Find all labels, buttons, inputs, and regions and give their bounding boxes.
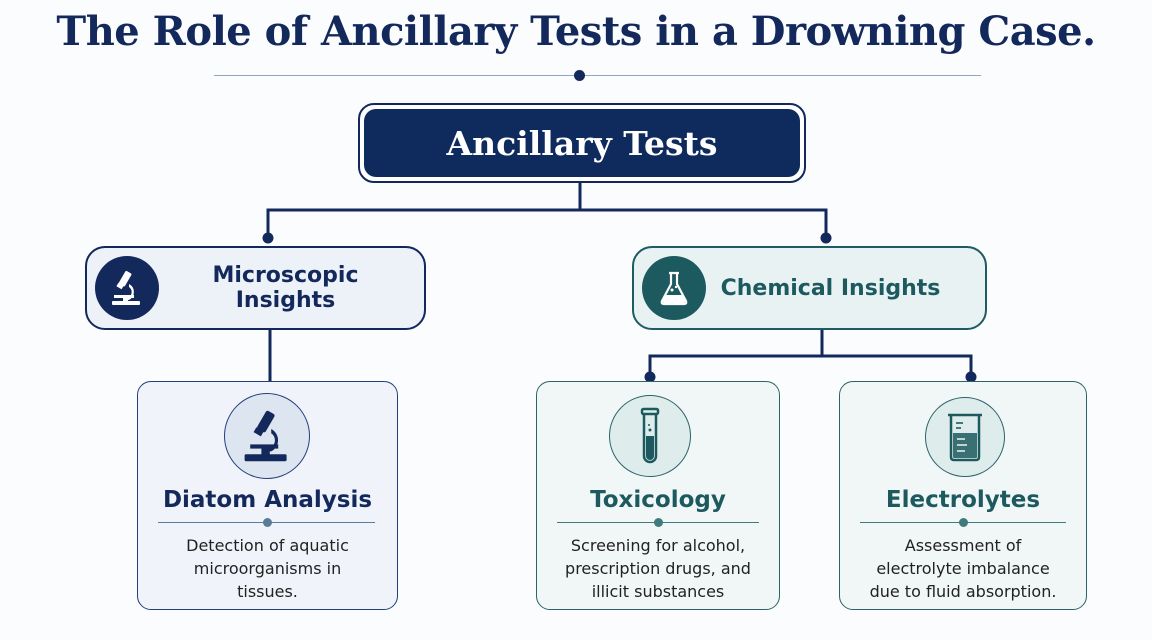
microscope-icon	[224, 393, 310, 479]
flask-icon	[642, 256, 706, 320]
title-divider-right	[585, 75, 981, 76]
branch-microscopic-insights: Microscopic Insights	[85, 246, 426, 330]
root-label: Ancillary Tests	[364, 109, 800, 177]
diagram-title: The Role of Ancillary Tests in a Drownin…	[56, 8, 1096, 55]
card-description-diatom: Detection of aquatic microorganisms in t…	[186, 536, 349, 601]
branch-chemical-insights: Chemical Insights	[632, 246, 987, 330]
connector-dot-chem	[820, 232, 832, 244]
card-separator-dot	[653, 518, 663, 527]
card-toxicology: Toxicology Screening for alcohol, prescr…	[536, 381, 780, 610]
card-title-electrolytes: Electrolytes	[885, 487, 1041, 513]
beaker-icon	[925, 397, 1005, 477]
test-tube-icon	[609, 395, 691, 477]
connector-dot-tox	[644, 371, 656, 383]
card-description-toxicology: Screening for alcohol, prescription drug…	[565, 536, 751, 601]
root-to-branches-connector	[266, 183, 828, 236]
card-description-electrolytes: Assessment of electrolyte imbalance due …	[869, 536, 1057, 601]
card-electrolytes: Electrolytes Assessment of electrolyte i…	[839, 381, 1087, 610]
root-node: Ancillary Tests	[358, 103, 806, 183]
card-title-toxicology: Toxicology	[590, 487, 726, 513]
card-title-diatom: Diatom Analysis	[162, 487, 373, 513]
card-separator-dot	[958, 518, 968, 527]
connector-dot-micro	[262, 232, 274, 244]
card-separator-dot	[263, 518, 272, 527]
title-divider-left	[214, 75, 574, 76]
branch-label-chemical: Chemical Insights	[720, 275, 941, 301]
card-diatom-analysis: Diatom Analysis Detection of aquatic mic…	[137, 381, 398, 610]
connector-dot-elec	[965, 371, 977, 383]
title-divider-dot	[574, 70, 585, 81]
branch-label-microscopic: Microscopic Insights	[212, 263, 359, 313]
chem-to-cards-connector	[648, 330, 973, 372]
microscope-icon	[95, 256, 159, 320]
